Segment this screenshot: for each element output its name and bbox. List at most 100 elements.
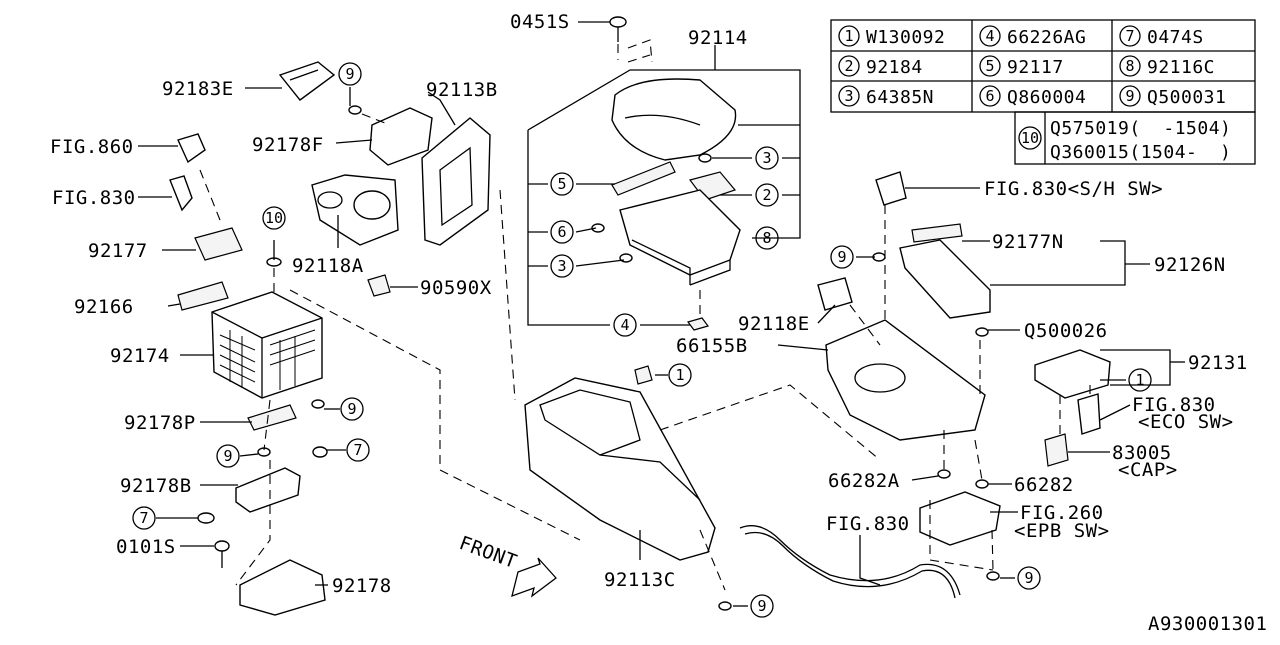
bracket-92178F	[348, 105, 433, 166]
label-92113B: 92113B	[426, 79, 498, 101]
screw-9-upper	[311, 399, 325, 409]
label-fig830-eco: FIG.830	[1132, 394, 1216, 416]
screw-0451S	[609, 16, 627, 60]
svg-text:5: 5	[557, 175, 566, 193]
label-66155B: 66155B	[676, 335, 748, 357]
bolt-0101S	[214, 540, 230, 568]
callout-1-console: 1	[668, 363, 692, 387]
clip-66282	[975, 479, 989, 489]
svg-text:2: 2	[762, 186, 771, 204]
label-66282A: 66282A	[828, 470, 900, 492]
legend-callout-8	[1119, 55, 1141, 77]
label-Q500026: Q500026	[1024, 320, 1108, 342]
legend-callout-1	[838, 25, 860, 47]
svg-text:9: 9	[347, 400, 356, 418]
bracket-92178	[239, 559, 326, 616]
console-storage-tray	[619, 189, 741, 331]
legend-code-9: Q500031	[1147, 87, 1226, 108]
screw-9-bottom	[718, 601, 732, 611]
switch-fig860	[177, 133, 206, 164]
callout-1-right: 1	[1128, 368, 1152, 392]
legend-code-6: Q860004	[1007, 87, 1086, 108]
callout-10: 10	[262, 206, 286, 230]
switch-panel-92131	[1034, 349, 1111, 399]
bolt-7-upper	[312, 446, 328, 458]
label-92131: 92131	[1188, 352, 1248, 374]
legend-code-10a: Q575019( -1504)	[1050, 118, 1231, 139]
label-92178B: 92178B	[120, 475, 192, 497]
assembly-lines	[199, 169, 1091, 591]
svg-text:9: 9	[837, 248, 846, 266]
screw-callout-10	[266, 240, 282, 300]
label-fig260: FIG.260	[1020, 502, 1104, 524]
label-90590X: 90590X	[420, 277, 492, 299]
svg-text:1: 1	[1135, 371, 1144, 389]
callout-9-epb: 9	[1017, 566, 1041, 590]
part-labels: 0451S 92114 92183E 92113B FIG.860 92178F…	[50, 11, 1267, 635]
screw-9-epb	[986, 571, 1000, 581]
strip-92177N	[911, 223, 963, 243]
svg-text:3: 3	[844, 87, 853, 105]
legend-callout-5	[979, 55, 1001, 77]
part-92118E	[817, 277, 853, 311]
switch-epb	[919, 491, 1001, 546]
label-92114: 92114	[688, 27, 748, 49]
label-92177N: 92177N	[992, 231, 1064, 253]
svg-text:7: 7	[139, 509, 148, 527]
trim-panel-92113B	[421, 117, 491, 246]
bolt-7-lower	[197, 512, 215, 524]
label-92118E: 92118E	[738, 313, 810, 335]
legend-callout-3	[838, 85, 860, 107]
svg-text:3: 3	[762, 149, 771, 167]
svg-text:1: 1	[675, 366, 684, 384]
svg-text:1: 1	[844, 27, 853, 45]
panel-92126N	[899, 239, 991, 319]
storage-box-92174	[211, 291, 323, 399]
svg-text:7: 7	[353, 441, 362, 459]
label-epb-sw: <EPB SW>	[1014, 520, 1110, 542]
label-0101S: 0101S	[116, 536, 176, 558]
label-92178P: 92178P	[124, 412, 196, 434]
label-92183E: 92183E	[162, 78, 234, 100]
label-92126N: 92126N	[1154, 254, 1226, 276]
legend-code-5: 92117	[1007, 57, 1064, 78]
legend-code-4: 66226AG	[1007, 27, 1086, 48]
legend-table: 1 W130092 4 66226AG 7 0474S 2 92184 5 92…	[830, 19, 1256, 165]
legend-code-1: W130092	[866, 27, 945, 48]
legend-code-3: 64385N	[866, 87, 934, 108]
clip-90590X	[367, 274, 391, 297]
pad-92166	[177, 281, 229, 311]
svg-text:7: 7	[1125, 27, 1134, 45]
svg-text:9: 9	[223, 447, 232, 465]
label-92178: 92178	[332, 575, 392, 597]
svg-text:4: 4	[985, 27, 994, 45]
clip-66282A	[937, 469, 951, 479]
svg-text:9: 9	[1024, 569, 1033, 587]
plate-92178P	[247, 404, 297, 431]
trim-piece-92183E	[278, 61, 336, 101]
label-fig830-sh: FIG.830<S/H SW>	[984, 178, 1163, 200]
svg-text:6: 6	[557, 223, 566, 241]
tray-66155B	[825, 319, 986, 441]
svg-text:10: 10	[265, 209, 283, 227]
label-92177: 92177	[88, 240, 148, 262]
label-92113C: 92113C	[604, 569, 676, 591]
label-cap: <CAP>	[1118, 459, 1178, 481]
label-eco-sw: <ECO SW>	[1138, 411, 1234, 433]
legend-callout-2	[838, 55, 860, 77]
label-92174: 92174	[110, 345, 170, 367]
svg-text:5: 5	[985, 57, 994, 75]
legend-code-2: 92184	[866, 57, 923, 78]
label-fig860: FIG.860	[50, 136, 134, 158]
legend-code-8: 92116C	[1147, 57, 1215, 78]
label-0451S: 0451S	[510, 11, 570, 33]
switch-sh	[875, 171, 907, 206]
callout-3-upper: 3	[755, 146, 779, 170]
svg-text:8: 8	[762, 229, 771, 247]
switch-eco	[1077, 393, 1101, 435]
callout-8: 8	[755, 226, 779, 250]
legend-callout-4	[979, 25, 1001, 47]
label-92118A: 92118A	[292, 255, 364, 277]
pad-92177	[194, 227, 243, 261]
svg-text:10: 10	[1021, 129, 1039, 147]
